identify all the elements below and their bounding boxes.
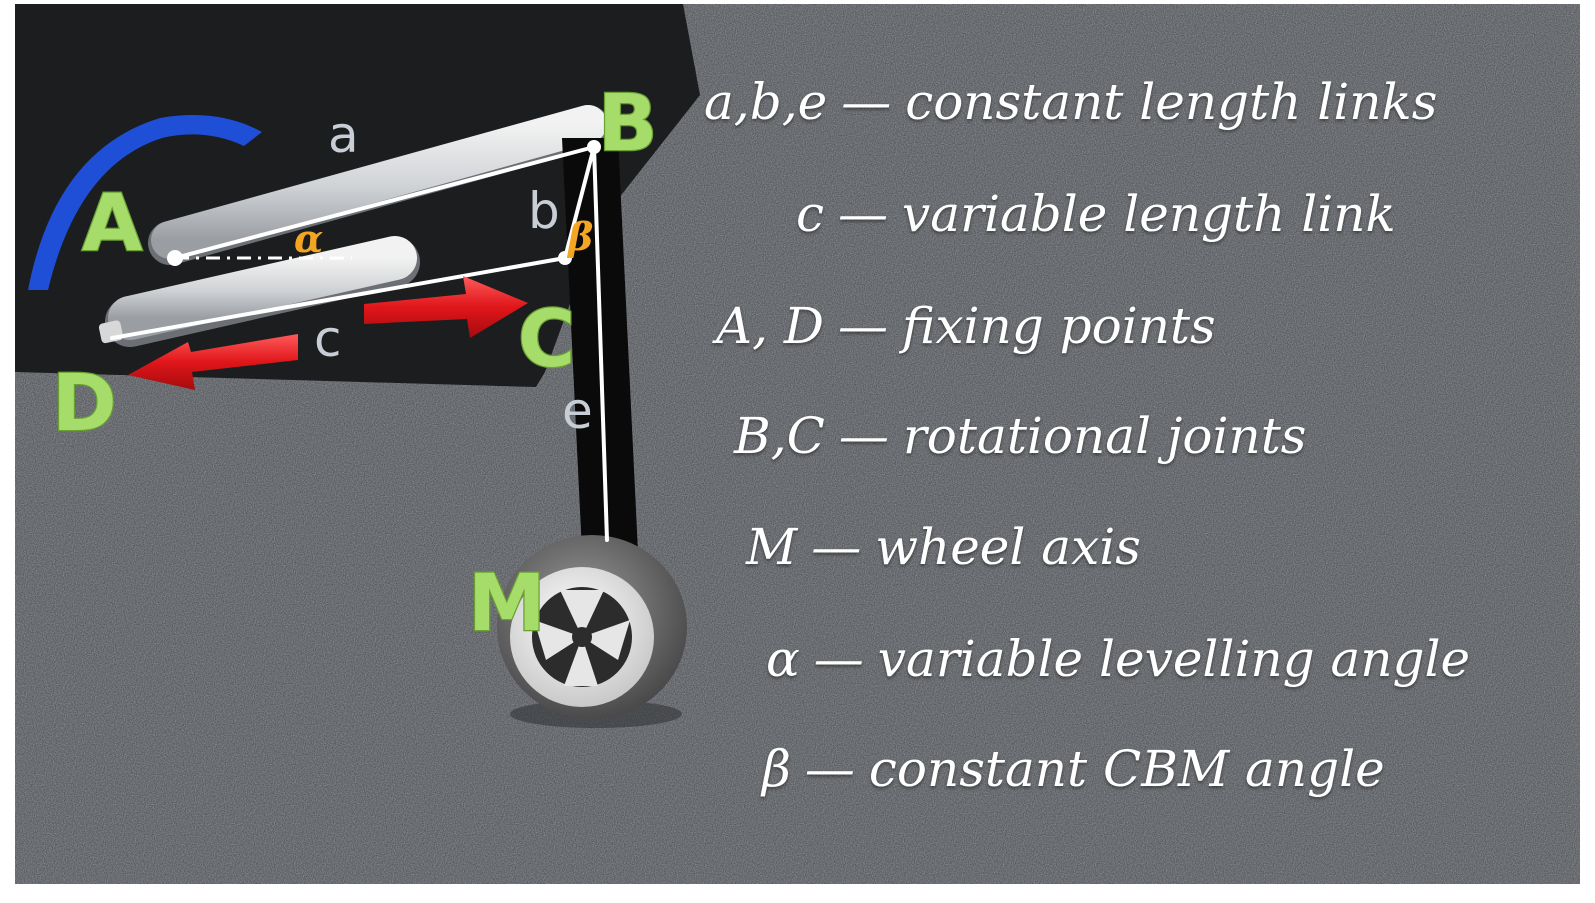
legend-symbol: β — [762, 740, 791, 798]
joint-C-dot — [558, 251, 572, 265]
legend-text: constant CBM angle — [868, 740, 1385, 798]
legend-row-levelling-angle: α—variable levelling angle — [766, 630, 1470, 688]
legend-dash: — — [841, 73, 892, 131]
legend-text: rotational joints — [902, 407, 1307, 465]
point-label-M: M — [468, 559, 546, 649]
legend-text: fixing points — [901, 297, 1216, 355]
legend-row-rotational-joints: B,C—rotational joints — [734, 407, 1306, 465]
legend-symbol: a,b,e — [704, 73, 828, 131]
extension-arrow-left-icon — [128, 334, 298, 390]
link-label-b: b — [528, 182, 560, 240]
point-label-B: B — [598, 79, 657, 169]
wheel — [497, 535, 687, 728]
legend-text: wheel axis — [875, 518, 1141, 576]
link-label-a: a — [328, 106, 359, 164]
legend-symbol: α — [766, 630, 800, 688]
legend-row-links: a,b,e—constant length links — [704, 73, 1437, 131]
legend-symbol: A, D — [716, 297, 824, 355]
extension-arrow-right-icon — [364, 276, 528, 338]
legend-row-wheel-axis: M—wheel axis — [746, 518, 1141, 576]
link-lines — [110, 145, 609, 542]
legend-dash: — — [804, 740, 855, 798]
legend-dash: — — [813, 630, 864, 688]
legend-row-variable-link: c—variable length link — [796, 185, 1396, 243]
legend-dash: — — [838, 407, 889, 465]
legend-text: variable length link — [902, 185, 1396, 243]
legend-text: constant length links — [905, 73, 1438, 131]
link-label-e: e — [562, 382, 593, 440]
link-label-c: c — [314, 310, 342, 368]
point-label-A: A — [82, 179, 142, 269]
link-a-rod — [148, 105, 610, 265]
legend-text: variable levelling angle — [877, 630, 1471, 688]
actuator-c-cylinder — [98, 236, 420, 347]
legend-dash: — — [811, 518, 862, 576]
legend-symbol: B,C — [734, 407, 825, 465]
rotation-arrow-icon — [28, 115, 262, 290]
legend-symbol: c — [796, 185, 825, 243]
legend-symbol: M — [746, 518, 798, 576]
joint-B-dot — [587, 140, 601, 154]
angle-label-alpha: α — [294, 216, 323, 261]
point-label-C: C — [518, 295, 575, 385]
legend-row-cbm-angle: β—constant CBM angle — [762, 740, 1385, 798]
legend-dash: — — [837, 297, 888, 355]
point-label-D: D — [52, 359, 117, 449]
joint-A-dot — [167, 250, 183, 266]
legend-row-fixing-points: A, D—fixing points — [716, 297, 1216, 355]
angle-label-beta: β — [566, 214, 593, 259]
legend-dash: — — [838, 185, 889, 243]
